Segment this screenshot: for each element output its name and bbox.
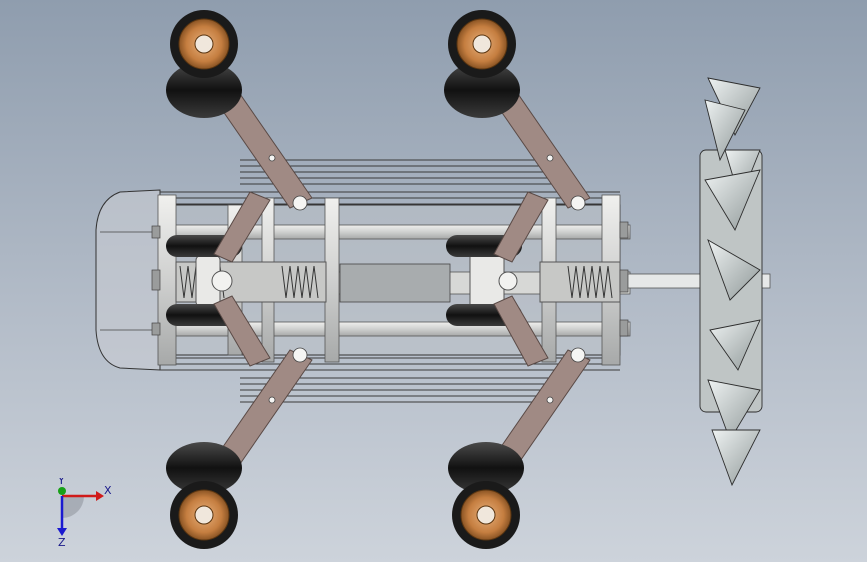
main-frame	[151, 194, 631, 366]
z-axis-label: Z	[58, 536, 66, 548]
front-cage	[95, 189, 161, 371]
z-axis-arrow-icon	[57, 528, 67, 536]
outer-wheel-front-bottom	[166, 442, 242, 549]
y-axis-dot-icon	[58, 487, 66, 495]
outer-wheel-rear-top	[444, 10, 520, 118]
pivot-pins	[268, 154, 586, 404]
coordinate-triad: X Y Z	[57, 478, 112, 548]
spring-right	[539, 261, 621, 303]
y-axis-label: Y	[57, 478, 65, 487]
outer-wheel-rear-bottom	[448, 442, 524, 549]
propeller	[699, 77, 763, 487]
outer-wheel-front-top	[166, 10, 242, 118]
x-axis-arrow-icon	[96, 491, 104, 501]
x-axis-label: X	[104, 484, 112, 497]
triad-plane	[62, 496, 84, 518]
